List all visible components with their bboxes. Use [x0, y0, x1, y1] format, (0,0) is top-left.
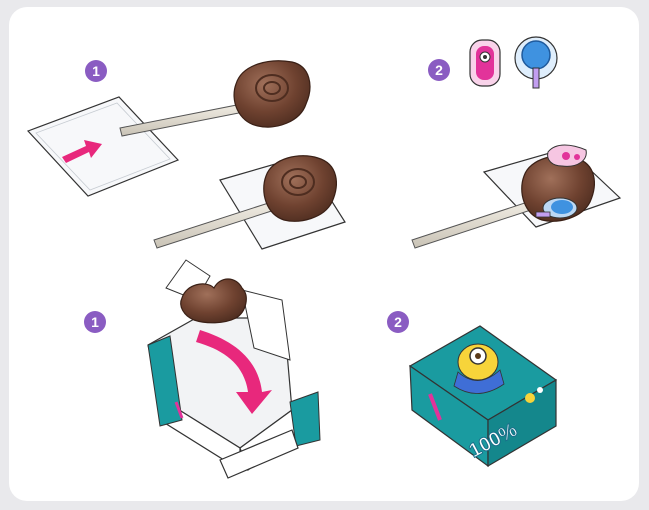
lollipop-on-wrapper [154, 156, 345, 249]
step-badge-box-1: 1 [84, 311, 106, 333]
lollipop-step1-wrapper [28, 97, 178, 196]
lollipop-sticker-icon [515, 37, 557, 88]
minion-sticker-icon [470, 40, 500, 86]
decorated-lollipop [412, 145, 620, 248]
lollipop-step1 [120, 61, 310, 136]
step-badge-box-2: 2 [387, 311, 409, 333]
step-badge-lollipop-2: 2 [428, 59, 450, 81]
step-badge-lollipop-1: 1 [85, 60, 107, 82]
